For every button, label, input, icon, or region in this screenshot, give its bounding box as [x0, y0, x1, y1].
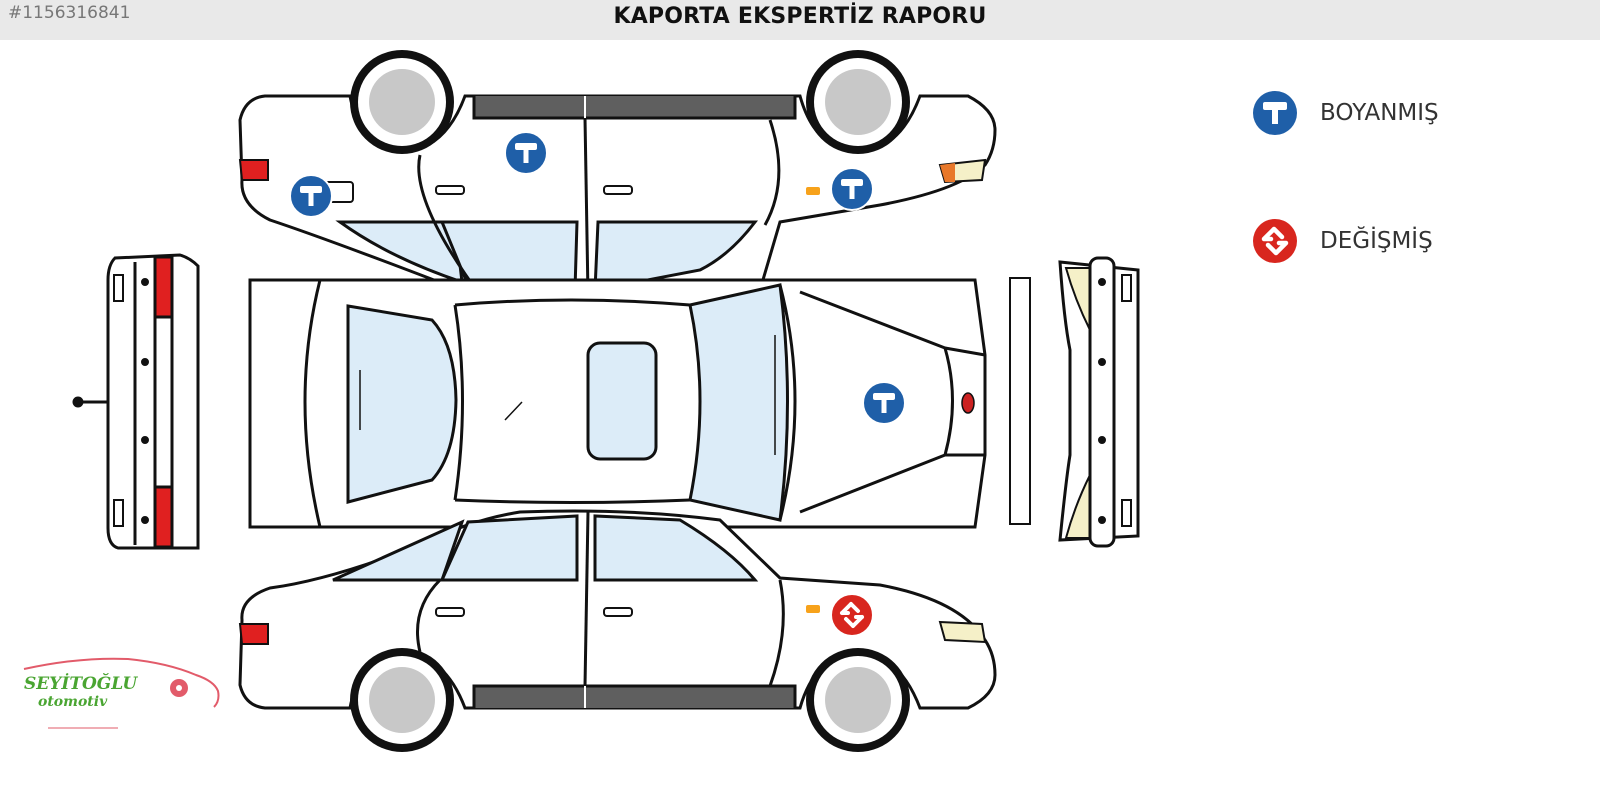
left-front-wheel [806, 50, 910, 154]
right-rear-wheel [350, 648, 454, 752]
logo-name: SEYİTOĞLU [24, 674, 138, 694]
car-diagram [72, 50, 1140, 752]
legend-replaced: DEĞİŞMİŞ [1252, 218, 1433, 264]
listing-id: #1156316841 [8, 3, 131, 23]
legend-label-painted: BOYANMIŞ [1320, 100, 1439, 126]
painted-marker-icon [862, 381, 906, 425]
legend-painted: BOYANMIŞ [1252, 90, 1439, 136]
header-bar: #1156316841 KAPORTA EKSPERTİZ RAPORU [0, 0, 1600, 40]
right-front-wheel [806, 648, 910, 752]
rear-bumper [72, 253, 200, 550]
painted-marker-icon [289, 174, 333, 218]
swap-arrows-icon [1253, 219, 1297, 263]
logo-subtitle: otomotiv [38, 694, 108, 710]
car-silhouette-icon [23, 657, 220, 729]
car-top-view [248, 278, 987, 529]
paint-roller-icon [1253, 91, 1297, 135]
dealer-logo: SEYİTOĞLU otomotiv [18, 655, 228, 735]
legend-label-replaced: DEĞİŞMİŞ [1320, 228, 1433, 254]
left-rear-wheel [350, 50, 454, 154]
page-title: KAPORTA EKSPERTİZ RAPORU [613, 4, 987, 29]
painted-marker-icon [504, 131, 548, 175]
painted-marker-icon [830, 167, 874, 211]
replaced-marker-icon [829, 592, 875, 638]
front-bumper [1009, 256, 1140, 548]
